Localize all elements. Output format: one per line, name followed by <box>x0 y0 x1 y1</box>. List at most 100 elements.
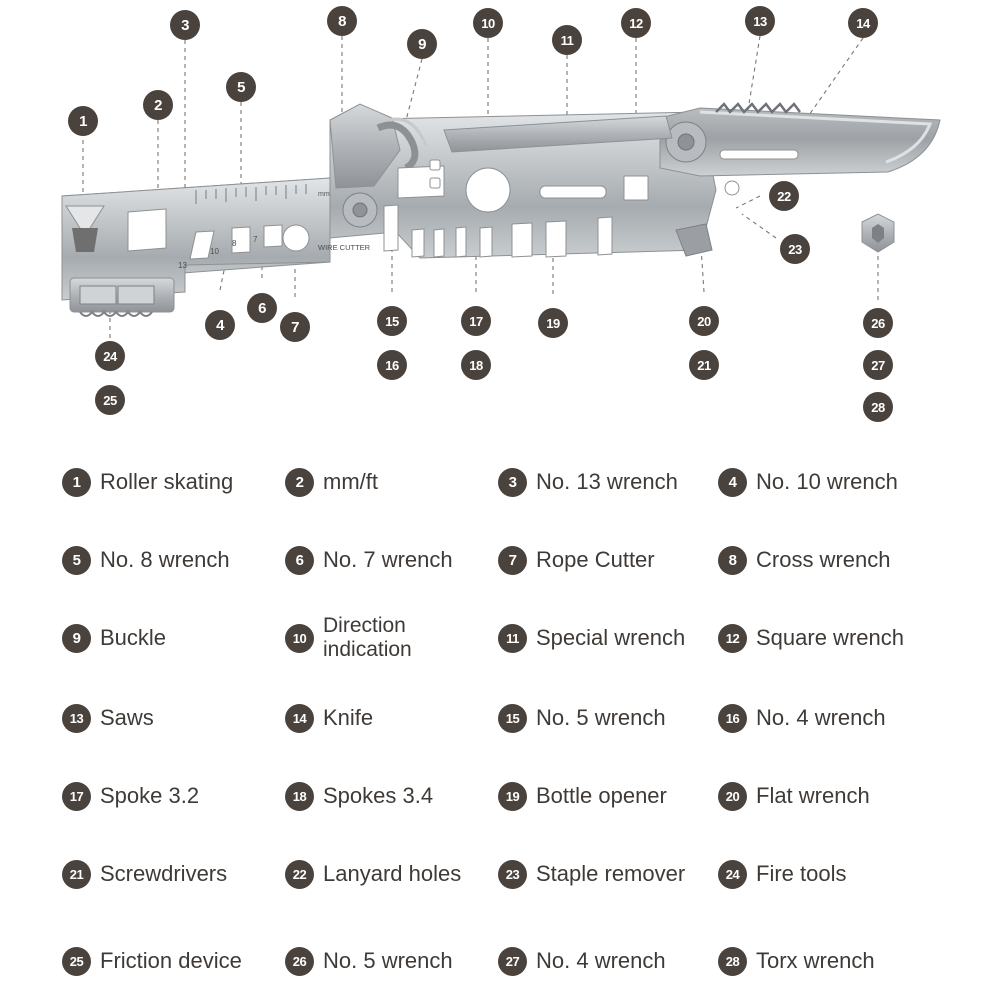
legend-label: No. 4 wrench <box>536 947 666 973</box>
legend-label: No. 7 wrench <box>323 546 453 572</box>
diagram-callout-17[interactable]: 17 <box>461 306 491 336</box>
diagram-callout-8[interactable]: 8 <box>327 6 357 36</box>
legend-item-20[interactable]: 20 Flat wrench <box>718 774 870 818</box>
legend-number: 5 <box>62 545 91 575</box>
diagram-callout-12[interactable]: 12 <box>621 8 651 38</box>
legend-item-22[interactable]: 22 Lanyard holes <box>285 852 461 896</box>
legend-label: Bottle opener <box>536 782 667 808</box>
legend-label: Flat wrench <box>756 782 870 808</box>
diagram-callout-18[interactable]: 18 <box>461 350 491 380</box>
legend-number: 13 <box>62 703 91 733</box>
legend-number: 19 <box>498 781 527 811</box>
diagram-callout-4[interactable]: 4 <box>205 310 235 340</box>
legend-item-3[interactable]: 3 No. 13 wrench <box>498 460 678 504</box>
diagram-callout-9[interactable]: 9 <box>407 29 437 59</box>
legend-item-16[interactable]: 16 No. 4 wrench <box>718 696 886 740</box>
legend-item-19[interactable]: 19 Bottle opener <box>498 774 667 818</box>
legend-item-13[interactable]: 13 Saws <box>62 696 154 740</box>
svg-text:WIRE CUTTER: WIRE CUTTER <box>318 243 371 252</box>
legend-label: No. 8 wrench <box>100 546 230 572</box>
legend-item-2[interactable]: 2 mm/ft <box>285 460 378 504</box>
svg-text:10: 10 <box>210 247 219 256</box>
legend: 1 Roller skating 2 mm/ft 3 No. 13 wrench… <box>0 452 1000 1000</box>
legend-row: 13 Saws 14 Knife 15 No. 5 wrench 16 No. … <box>0 696 1000 740</box>
diagram-callout-15[interactable]: 15 <box>377 306 407 336</box>
diagram-callout-20[interactable]: 20 <box>689 306 719 336</box>
diagram-callout-6[interactable]: 6 <box>247 293 277 323</box>
diagram-callout-14[interactable]: 14 <box>848 8 878 38</box>
legend-item-24[interactable]: 24 Fire tools <box>718 852 846 896</box>
legend-item-10[interactable]: 10 Direction indication <box>285 614 453 661</box>
legend-label: Square wrench <box>756 624 904 650</box>
diagram-callout-16[interactable]: 16 <box>377 350 407 380</box>
legend-number: 12 <box>718 623 747 653</box>
legend-item-1[interactable]: 1 Roller skating <box>62 460 233 504</box>
diagram-callout-28[interactable]: 28 <box>863 392 893 422</box>
diagram-callout-25[interactable]: 25 <box>95 385 125 415</box>
legend-item-11[interactable]: 11 Special wrench <box>498 616 685 660</box>
legend-item-23[interactable]: 23 Staple remover <box>498 852 685 896</box>
diagram-callout-2[interactable]: 2 <box>143 90 173 120</box>
svg-text:7: 7 <box>253 235 258 244</box>
legend-row: 17 Spoke 3.2 18 Spokes 3.4 19 Bottle ope… <box>0 774 1000 818</box>
legend-label: Cross wrench <box>756 546 891 572</box>
diagram-callout-3[interactable]: 3 <box>170 10 200 40</box>
legend-row: 9 Buckle 10 Direction indication 11 Spec… <box>0 614 1000 661</box>
legend-label: Buckle <box>100 624 167 650</box>
legend-number: 17 <box>62 781 91 811</box>
legend-item-15[interactable]: 15 No. 5 wrench <box>498 696 666 740</box>
legend-item-25[interactable]: 25 Friction device <box>62 939 242 983</box>
legend-number: 26 <box>285 946 314 976</box>
diagram-callout-26[interactable]: 26 <box>863 308 893 338</box>
legend-item-9[interactable]: 9 Buckle <box>62 616 166 660</box>
legend-item-14[interactable]: 14 Knife <box>285 696 373 740</box>
diagram-callout-24[interactable]: 24 <box>95 341 125 371</box>
diagram-callout-1[interactable]: 1 <box>68 106 98 136</box>
legend-number: 9 <box>62 623 91 653</box>
legend-number: 6 <box>285 545 314 575</box>
svg-text:13: 13 <box>178 261 187 270</box>
legend-label: Spoke 3.2 <box>100 782 200 808</box>
legend-label: Special wrench <box>536 624 686 650</box>
legend-number: 7 <box>498 545 527 575</box>
legend-item-5[interactable]: 5 No. 8 wrench <box>62 538 230 582</box>
diagram-callout-11[interactable]: 11 <box>552 25 582 55</box>
legend-item-27[interactable]: 27 No. 4 wrench <box>498 939 666 983</box>
legend-item-7[interactable]: 7 Rope Cutter <box>498 538 655 582</box>
svg-text:mm: mm <box>318 191 330 198</box>
legend-label: Direction indication <box>323 614 412 661</box>
diagram-callout-13[interactable]: 13 <box>745 6 775 36</box>
legend-number: 24 <box>718 859 747 889</box>
legend-item-12[interactable]: 12 Square wrench <box>718 616 904 660</box>
legend-item-28[interactable]: 28 Torx wrench <box>718 939 875 983</box>
legend-item-4[interactable]: 4 No. 10 wrench <box>718 460 898 504</box>
legend-item-21[interactable]: 21 Screwdrivers <box>62 852 227 896</box>
legend-row: 1 Roller skating 2 mm/ft 3 No. 13 wrench… <box>0 460 1000 504</box>
legend-number: 8 <box>718 545 747 575</box>
diagram-callout-27[interactable]: 27 <box>863 350 893 380</box>
legend-label: Fire tools <box>756 860 847 886</box>
legend-number: 27 <box>498 946 527 976</box>
diagram-callout-10[interactable]: 10 <box>473 8 503 38</box>
diagram-callout-7[interactable]: 7 <box>280 312 310 342</box>
diagram-callout-5[interactable]: 5 <box>226 72 256 102</box>
legend-label: No. 4 wrench <box>756 704 886 730</box>
legend-item-17[interactable]: 17 Spoke 3.2 <box>62 774 199 818</box>
legend-number: 1 <box>62 467 91 497</box>
legend-item-8[interactable]: 8 Cross wrench <box>718 538 890 582</box>
legend-item-18[interactable]: 18 Spokes 3.4 <box>285 774 433 818</box>
legend-label: No. 5 wrench <box>536 704 666 730</box>
diagram-callout-19[interactable]: 19 <box>538 308 568 338</box>
tool-body: mm 13 10 8 7 WIRE CUTTER <box>61 102 941 317</box>
legend-number: 4 <box>718 467 747 497</box>
diagram-callout-23[interactable]: 23 <box>780 234 810 264</box>
legend-item-26[interactable]: 26 No. 5 wrench <box>285 939 453 983</box>
diagram-callout-22[interactable]: 22 <box>769 181 799 211</box>
legend-number: 14 <box>285 703 314 733</box>
legend-item-6[interactable]: 6 No. 7 wrench <box>285 538 453 582</box>
diagram-callout-21[interactable]: 21 <box>689 350 719 380</box>
legend-label: Staple remover <box>536 860 686 886</box>
legend-number: 20 <box>718 781 747 811</box>
legend-row: 21 Screwdrivers 22 Lanyard holes 23 Stap… <box>0 852 1000 896</box>
product-diagram: mm 13 10 8 7 WIRE CUTTER <box>0 0 1000 440</box>
